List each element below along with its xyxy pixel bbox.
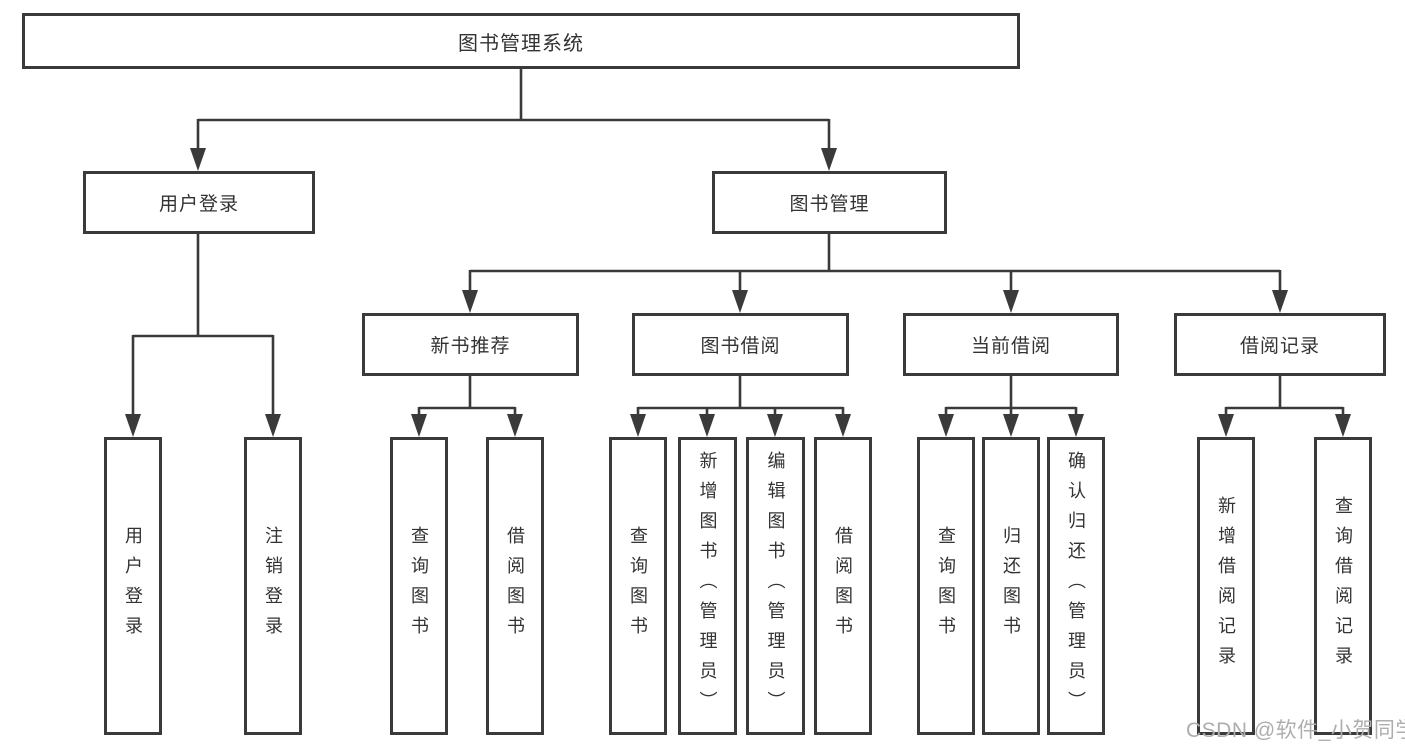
leaf-add-borrow-record: 新增借阅记录 [1197, 437, 1255, 735]
leaf-logout: 注销登录 [244, 437, 302, 735]
node-user-login-branch: 用户登录 [83, 171, 315, 234]
leaf-query-books-recommend: 查询图书 [390, 437, 448, 735]
node-book-borrowing: 图书借阅 [632, 313, 849, 376]
arrowhead-icons [125, 148, 1351, 437]
leaf-borrow-books-recommend: 借阅图书 [486, 437, 544, 735]
node-new-book-recommendation: 新书推荐 [362, 313, 579, 376]
node-library-management-system: 图书管理系统 [22, 13, 1020, 69]
leaf-add-books-admin: 新增图书（管理员） [678, 437, 737, 735]
leaf-query-books-borrowing: 查询图书 [609, 437, 667, 735]
leaf-borrow-books: 借阅图书 [814, 437, 872, 735]
node-current-borrowing: 当前借阅 [903, 313, 1119, 376]
node-book-management: 图书管理 [712, 171, 947, 234]
node-borrowing-records: 借阅记录 [1174, 313, 1386, 376]
leaf-query-books-current: 查询图书 [917, 437, 975, 735]
leaf-return-books: 归还图书 [982, 437, 1040, 735]
leaf-user-login: 用户登录 [104, 437, 162, 735]
leaf-confirm-return-admin: 确认归还（管理员） [1047, 437, 1105, 735]
leaf-query-borrow-record: 查询借阅记录 [1314, 437, 1372, 735]
leaf-edit-books-admin: 编辑图书（管理员） [746, 437, 805, 735]
csdn-watermark: CSDN @软件_小贺同学 [1186, 719, 1405, 742]
